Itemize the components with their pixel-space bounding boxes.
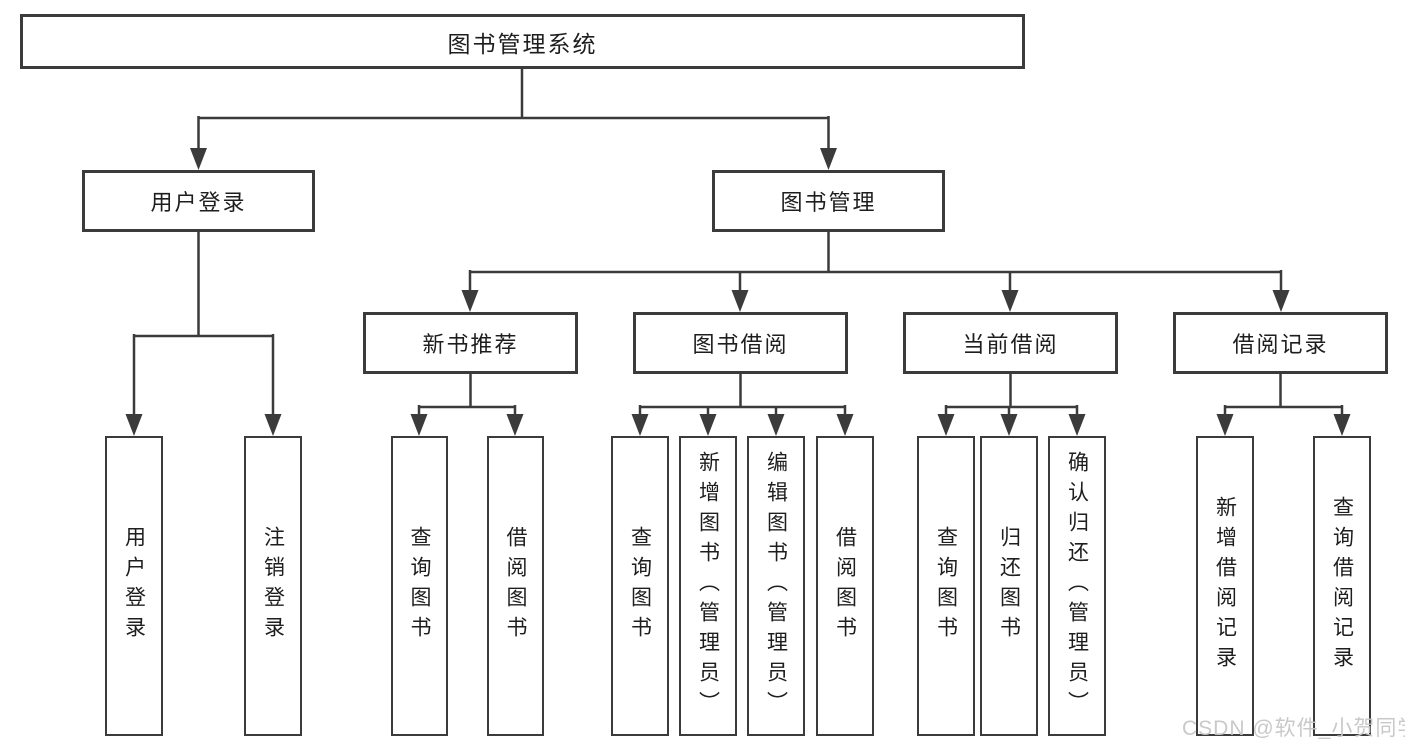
- arrowhead-icon: [461, 290, 479, 312]
- node-book-management: 图书管理: [712, 170, 945, 232]
- node-user-login: 用户登录: [82, 170, 315, 232]
- connector-book-management-children: [468, 232, 1283, 292]
- arrowhead-icon: [264, 414, 282, 436]
- arrowhead-icon: [1001, 290, 1019, 312]
- connector-borrow-record-children: [1223, 374, 1344, 416]
- node-leaf-query-borrow-record: 查询借阅记录: [1313, 436, 1371, 736]
- watermark: CSDN @软件_小贺同学: [1182, 717, 1405, 740]
- arrowhead-icon: [1272, 290, 1290, 312]
- node-leaf-add-borrow-record: 新增借阅记录: [1196, 436, 1254, 736]
- arrowhead-icon: [699, 414, 717, 436]
- node-leaf-user-login: 用户登录: [105, 436, 163, 736]
- node-book-borrow: 图书借阅: [633, 312, 848, 374]
- arrowhead-icon: [506, 414, 524, 436]
- arrowhead-icon: [125, 414, 143, 436]
- node-leaf-recommend-query-book: 查询图书: [391, 436, 448, 736]
- node-library-system: 图书管理系统: [20, 14, 1025, 69]
- arrowhead-icon: [767, 414, 785, 436]
- arrowhead-icon: [631, 414, 649, 436]
- arrowhead-icon: [937, 414, 955, 436]
- node-borrow-record: 借阅记录: [1173, 312, 1388, 374]
- node-leaf-return-book: 归还图书: [980, 436, 1038, 736]
- connector-current-borrow-children: [944, 374, 1079, 416]
- node-leaf-edit-book-admin: 编辑图书（管理员）: [747, 436, 805, 736]
- node-leaf-borrow-query-book: 查询图书: [611, 436, 669, 736]
- node-leaf-borrow-book: 借阅图书: [816, 436, 874, 736]
- arrowhead-icon: [731, 290, 749, 312]
- arrowhead-icon: [410, 414, 428, 436]
- arrowhead-icon: [190, 148, 207, 170]
- node-new-book-recommend: 新书推荐: [363, 312, 578, 374]
- connector-new-book-recommend-children: [417, 374, 517, 416]
- node-leaf-logout: 注销登录: [244, 436, 302, 736]
- arrowhead-icon: [1068, 414, 1086, 436]
- node-current-borrow: 当前借阅: [903, 312, 1118, 374]
- arrowhead-icon: [1000, 414, 1018, 436]
- node-leaf-confirm-return-admin: 确认归还（管理员）: [1048, 436, 1106, 736]
- connector-book-borrow-children: [638, 374, 847, 416]
- arrowhead-icon: [820, 148, 837, 170]
- node-leaf-current-query-book: 查询图书: [917, 436, 975, 736]
- connector-root-to-level2: [197, 68, 830, 150]
- node-leaf-add-book-admin: 新增图书（管理员）: [679, 436, 737, 736]
- node-leaf-recommend-borrow-book: 借阅图书: [487, 436, 544, 736]
- arrowhead-icon: [1333, 414, 1351, 436]
- arrowhead-icon: [836, 414, 854, 436]
- arrowhead-icon: [1216, 414, 1234, 436]
- arrowhead-icons: [125, 148, 1351, 436]
- connector-user-login-children: [132, 232, 275, 416]
